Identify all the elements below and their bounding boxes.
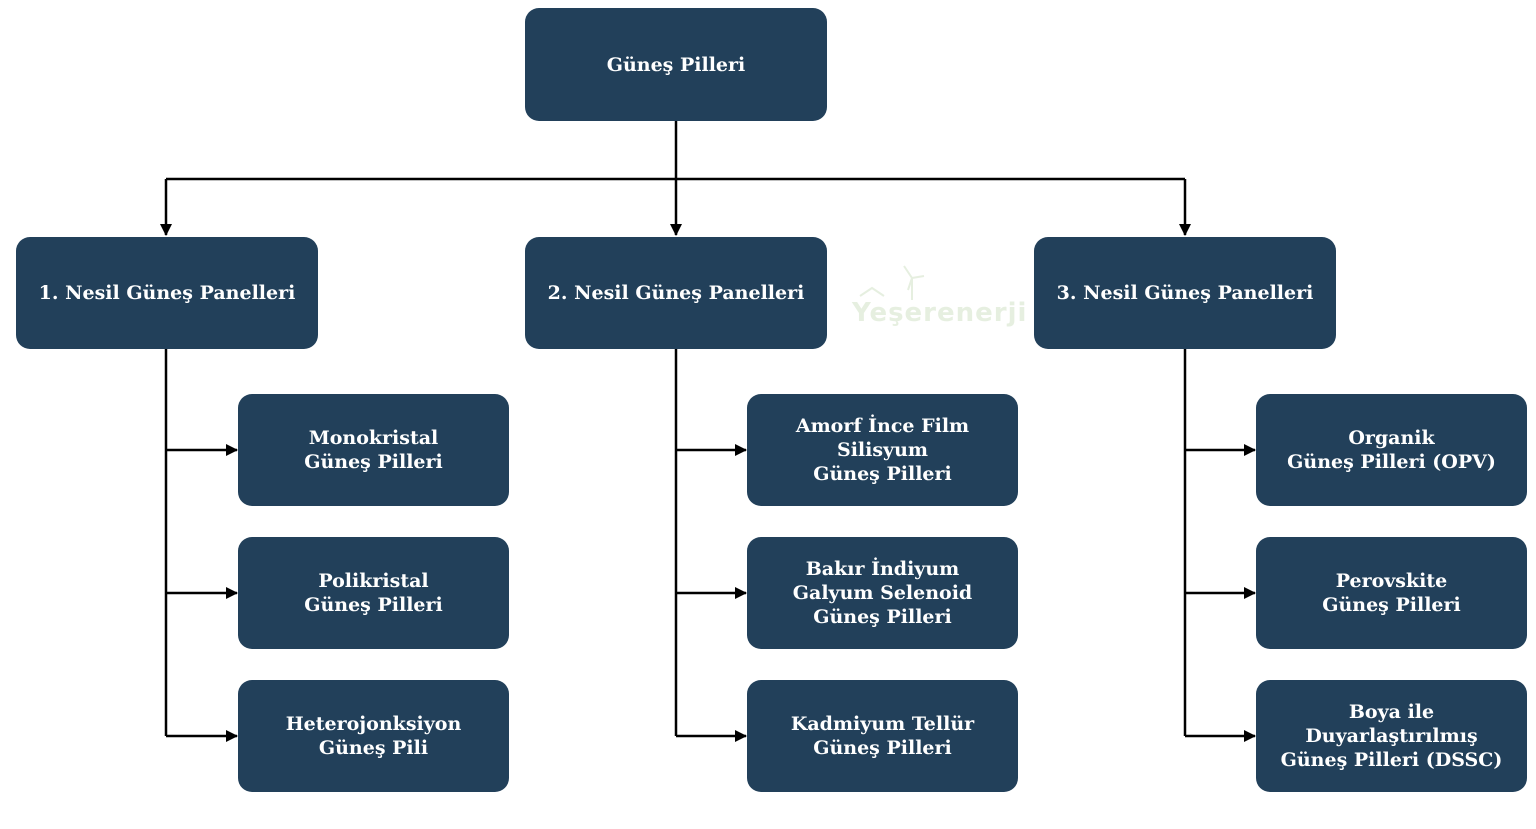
polikristal-node: Polikristal Güneş Pilleri [238, 537, 509, 649]
cigs-node: Bakır İndiyum Galyum Selenoid Güneş Pill… [747, 537, 1018, 649]
generation-2-node: 2. Nesil Güneş Panelleri [525, 237, 827, 349]
root-node-label: Güneş Pilleri [606, 53, 746, 76]
root-node: Güneş Pilleri [525, 8, 827, 121]
perovskite-node: Perovskite Güneş Pilleri [1256, 537, 1527, 649]
amorf-node: Amorf İnce Film Silisyum Güneş Pilleri [747, 394, 1018, 506]
wind-turbine-icon [859, 265, 925, 300]
generation-1-node: 1. Nesil Güneş Panelleri [16, 237, 318, 349]
cdte-label: Kadmiyum Tellür Güneş Pilleri [790, 713, 975, 759]
watermark-text: Yeşerenerji [852, 298, 1028, 328]
dssc-node: Boya ile Duyarlaştırılmış Güneş Pilleri … [1256, 680, 1527, 792]
cigs-label: Bakır İndiyum Galyum Selenoid Güneş Pill… [792, 558, 973, 628]
heterojonksiyon-node: Heterojonksiyon Güneş Pili [238, 680, 509, 792]
polikristal-label: Polikristal Güneş Pilleri [304, 570, 443, 616]
cdte-node: Kadmiyum Tellür Güneş Pilleri [747, 680, 1018, 792]
dssc-label: Boya ile Duyarlaştırılmış Güneş Pilleri … [1280, 701, 1503, 771]
generation-3-label: 3. Nesil Güneş Panelleri [1056, 282, 1314, 304]
watermark-logo: Yeşerenerji [852, 262, 1028, 338]
organik-label: Organik Güneş Pilleri (OPV) [1287, 427, 1496, 473]
monokristal-node: Monokristal Güneş Pilleri [238, 394, 509, 506]
amorf-label: Amorf İnce Film Silisyum Güneş Pilleri [795, 415, 970, 485]
generation-3-node: 3. Nesil Güneş Panelleri [1034, 237, 1336, 349]
perovskite-label: Perovskite Güneş Pilleri [1322, 570, 1461, 616]
monokristal-label: Monokristal Güneş Pilleri [304, 427, 443, 473]
generation-1-label: 1. Nesil Güneş Panelleri [38, 282, 296, 304]
heterojonksiyon-label: Heterojonksiyon Güneş Pili [285, 713, 462, 759]
organik-node: Organik Güneş Pilleri (OPV) [1256, 394, 1527, 506]
generation-2-label: 2. Nesil Güneş Panelleri [547, 282, 805, 304]
